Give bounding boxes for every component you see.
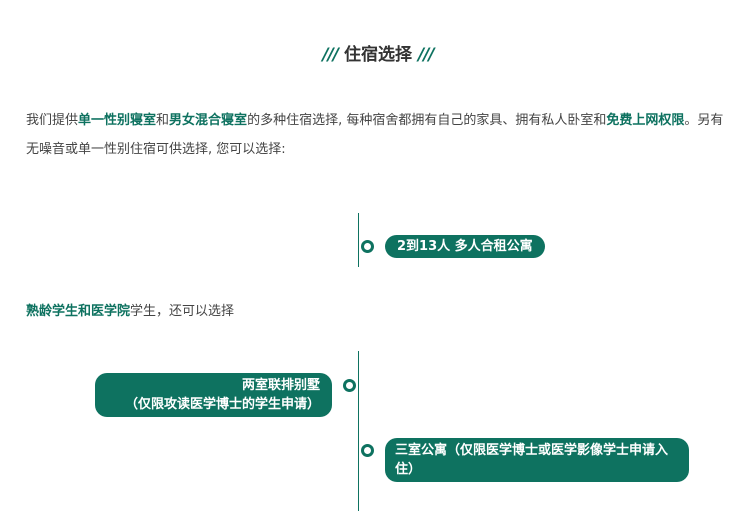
highlight: 免费上网权限 — [606, 113, 685, 128]
timeline-dot — [361, 444, 374, 457]
timeline-line — [358, 213, 359, 267]
timeline-item: 三室公寓（仅限医学博士或医学影像学士申请入住） — [385, 438, 689, 482]
slash-decoration: /// — [322, 45, 339, 65]
text: 和 — [156, 113, 170, 128]
slash-decoration: /// — [418, 45, 435, 65]
highlight: 男女混合寝室 — [169, 113, 248, 128]
text: 。另有无噪音或单一性别住宿可供选择, 您可以选择: — [26, 113, 724, 157]
text: 我们提供 — [26, 113, 79, 128]
timeline-item: 两室联排别墅 （仅限攻读医学博士的学生申请） — [95, 373, 332, 417]
timeline-dot — [361, 240, 374, 253]
second-paragraph: 熟龄学生和医学院学生，还可以选择 — [26, 300, 234, 319]
timeline-item: 2到13人 多人合租公寓 — [385, 235, 545, 258]
text: 学生，还可以选择 — [130, 304, 235, 319]
timeline-dot — [343, 379, 356, 392]
page-title: /// 住宿选择 /// — [0, 40, 756, 65]
timeline-line — [358, 351, 359, 511]
highlight: 熟龄学生和医学院 — [26, 304, 131, 319]
text: 的多种住宿选择, 每种宿舍都拥有自己的家具、拥有私人卧室和 — [247, 113, 607, 128]
title-text: 住宿选择 — [344, 45, 412, 65]
intro-paragraph: 我们提供单一性别寝室和男女混合寝室的多种住宿选择, 每种宿舍都拥有自己的家具、拥… — [26, 106, 726, 164]
highlight: 单一性别寝室 — [78, 113, 157, 128]
